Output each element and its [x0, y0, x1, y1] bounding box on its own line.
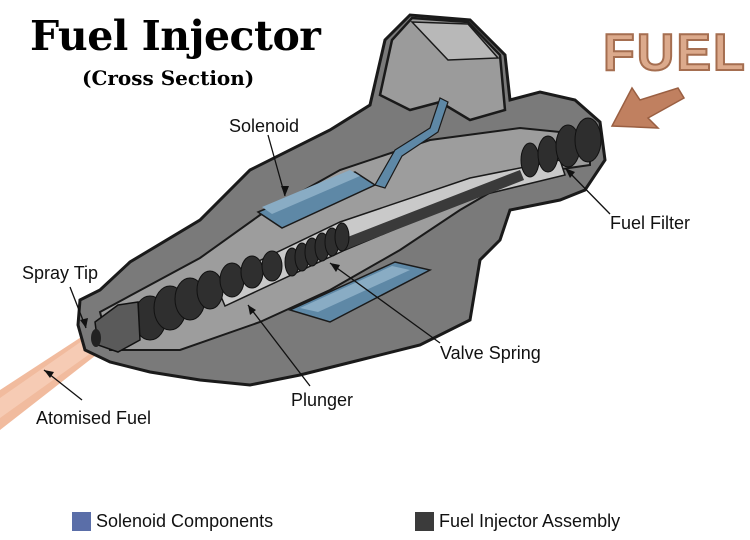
legend-item-assembly: Fuel Injector Assembly [415, 511, 620, 532]
legend-label-solenoid: Solenoid Components [96, 511, 274, 531]
diagram-subtitle: (Cross Section) [82, 66, 255, 90]
diagram-title: Fuel Injector [30, 12, 321, 60]
fuel-inlet-arrow [610, 86, 686, 129]
central-rod [340, 170, 524, 250]
solenoid-lead-wire [374, 97, 449, 189]
legend-label-assembly: Fuel Injector Assembly [439, 511, 621, 531]
fuel-filter-element [520, 117, 602, 178]
leader-valve-spring [329, 262, 441, 344]
solenoid-winding-lower-inner [300, 266, 410, 312]
legend-swatch-assembly [415, 512, 434, 531]
legend-swatch-solenoid [72, 512, 91, 531]
label-plunger: Plunger [291, 390, 354, 410]
spray-tip-orifice [91, 329, 101, 347]
leader-arrowhead-valve-spring [330, 263, 340, 272]
label-spray-tip: Spray Tip [22, 263, 99, 283]
label-atomised-fuel: Atomised Fuel [36, 408, 152, 428]
leader-arrowhead-atomised-fuel [44, 370, 54, 378]
fuel-label: FUEL [602, 23, 747, 83]
plunger-assembly [133, 250, 283, 341]
leader-plunger [247, 304, 311, 387]
leader-arrowhead-fuel-filter [565, 168, 575, 178]
connector-face [410, 21, 500, 61]
leader-arrowhead-spray-tip [80, 318, 88, 328]
label-solenoid: Solenoid [229, 116, 300, 136]
leader-solenoid [267, 134, 286, 197]
valve-spring-coils [284, 222, 350, 277]
solenoid-winding-upper-inner [262, 170, 360, 214]
label-valve-spring: Valve Spring [440, 343, 541, 363]
leader-lines [43, 134, 611, 401]
leader-arrowhead-solenoid [281, 186, 289, 196]
legend-item-solenoid: Solenoid Components [72, 511, 273, 532]
label-fuel-filter: Fuel Filter [610, 213, 691, 233]
leader-fuel-filter [564, 167, 611, 215]
leader-arrowhead-plunger [248, 305, 256, 315]
